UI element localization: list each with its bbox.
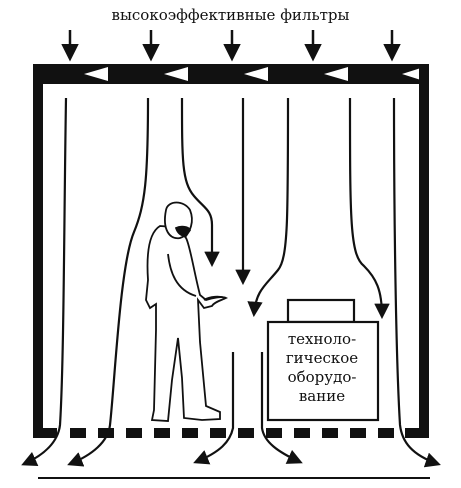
filter-bank — [33, 64, 429, 84]
floor-segment — [70, 428, 86, 438]
right-wall — [419, 64, 429, 438]
airflow-line-6 — [348, 97, 390, 320]
airflow-line-2 — [67, 97, 150, 467]
equipment — [266, 298, 380, 422]
airflow-lines — [21, 97, 441, 468]
filter-marker-5 — [402, 67, 424, 81]
inlet-arrows — [61, 30, 401, 62]
floor-segment — [126, 428, 142, 438]
equipment-top-unit — [286, 298, 356, 324]
floor-segment — [182, 428, 198, 438]
airflow-line-5 — [247, 97, 290, 318]
worker-figure — [145, 201, 229, 422]
floor-segment — [238, 428, 254, 438]
floor-segment — [154, 428, 170, 438]
equipment-label-line-2: гическое — [285, 349, 359, 367]
equipment-label-line-1: техноло- — [287, 330, 357, 348]
perforated-floor — [33, 428, 429, 438]
worker-goggles — [174, 225, 192, 237]
floor-segment — [210, 428, 226, 438]
floor-segment — [98, 428, 114, 438]
floor-segment — [294, 428, 310, 438]
floor-segment — [350, 428, 366, 438]
worker-body — [145, 225, 229, 422]
left-wall — [33, 64, 43, 438]
floor-segment — [405, 428, 429, 438]
airflow-line-1 — [21, 97, 68, 466]
floor-segment — [266, 428, 282, 438]
airflow-line-3 — [180, 97, 220, 268]
floor-segment — [33, 428, 57, 438]
worker-arm-line — [167, 253, 197, 297]
equipment-label-line-4: вание — [298, 387, 346, 405]
filter-marker-4 — [324, 67, 348, 81]
filter-marker-2 — [164, 67, 188, 81]
floor-segment — [322, 428, 338, 438]
floor-segment — [378, 428, 394, 438]
airflow-line-7 — [392, 97, 441, 468]
equipment-body — [266, 320, 380, 422]
filter-marker-3 — [244, 67, 268, 81]
airflow-line-8 — [193, 352, 235, 465]
page-title: высокоэффективные фильтры — [111, 6, 350, 24]
equipment-label-line-3: оборудо- — [287, 368, 357, 386]
filter-marker-1 — [84, 67, 108, 81]
filter-bar — [33, 64, 429, 84]
equipment-label: техноло- гическое оборудо- вание — [266, 330, 378, 406]
worker-hand — [203, 295, 227, 301]
airflow-line-9 — [260, 352, 303, 464]
